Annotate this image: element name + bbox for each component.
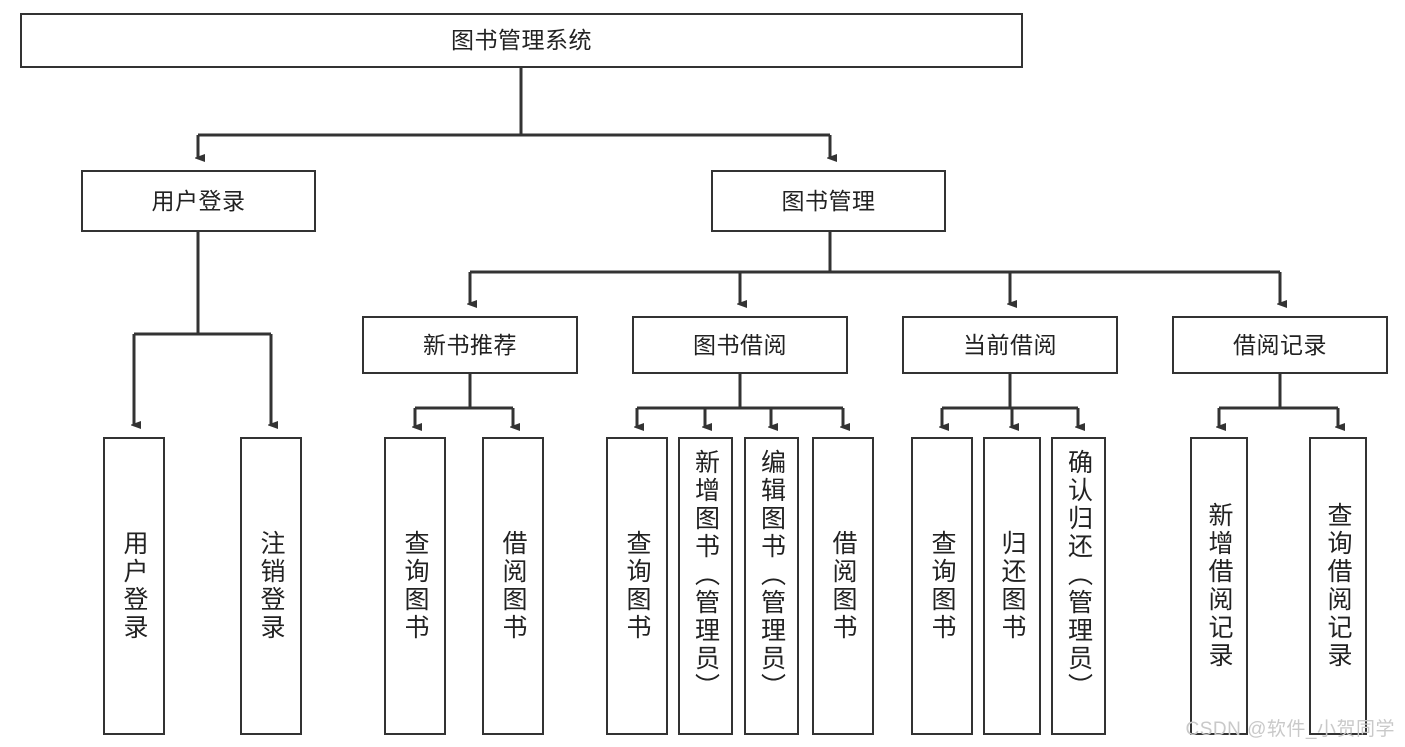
leaf-logout[interactable]: 注销登录 [240,437,302,735]
leaf-query-book-current[interactable]: 查询图书 [911,437,973,735]
leaf-query-book-recommend[interactable]: 查询图书 [384,437,446,735]
watermark-text: CSDN @软件_小贺同学 [1185,719,1395,740]
node-user-login-label: 用户登录 [151,187,246,214]
leaf-borrow-book-recommend[interactable]: 借阅图书 [482,437,544,735]
node-root[interactable]: 图书管理系统 [20,13,1023,68]
leaf-query-book-borrow-label: 查询图书 [623,530,651,642]
node-user-login[interactable]: 用户登录 [81,170,316,232]
leaf-add-borrow-record-label: 新增借阅记录 [1205,502,1233,670]
node-book-management-label: 图书管理 [781,187,876,214]
node-new-book-recommend[interactable]: 新书推荐 [362,316,578,374]
leaf-user-login[interactable]: 用户登录 [103,437,165,735]
node-borrow-record[interactable]: 借阅记录 [1172,316,1388,374]
node-book-borrow-label: 图书借阅 [693,331,787,358]
node-new-book-recommend-label: 新书推荐 [423,331,517,358]
leaf-query-book-borrow[interactable]: 查询图书 [606,437,668,735]
node-book-management[interactable]: 图书管理 [711,170,946,232]
leaf-query-borrow-record-label: 查询借阅记录 [1324,502,1352,670]
node-book-borrow[interactable]: 图书借阅 [632,316,848,374]
leaf-return-book[interactable]: 归还图书 [983,437,1041,735]
leaf-user-login-label: 用户登录 [120,530,148,642]
leaf-return-book-label: 归还图书 [998,530,1026,642]
leaf-add-book-admin-label: 新增图书（管理员） [691,449,720,701]
node-current-borrow-label: 当前借阅 [963,331,1057,358]
leaf-edit-book-admin-label: 编辑图书（管理员） [757,449,786,701]
leaf-edit-book-admin[interactable]: 编辑图书（管理员） [744,437,799,735]
leaf-add-borrow-record[interactable]: 新增借阅记录 [1190,437,1248,735]
leaf-borrow-book-label: 借阅图书 [829,530,857,642]
leaf-confirm-return-admin[interactable]: 确认归还（管理员） [1051,437,1106,735]
leaf-confirm-return-admin-label: 确认归还（管理员） [1064,449,1093,701]
leaf-borrow-book-recommend-label: 借阅图书 [499,530,527,642]
node-borrow-record-label: 借阅记录 [1233,331,1327,358]
leaf-add-book-admin[interactable]: 新增图书（管理员） [678,437,733,735]
leaf-borrow-book[interactable]: 借阅图书 [812,437,874,735]
node-current-borrow[interactable]: 当前借阅 [902,316,1118,374]
node-root-label: 图书管理系统 [451,27,592,54]
leaf-query-borrow-record[interactable]: 查询借阅记录 [1309,437,1367,735]
leaf-logout-label: 注销登录 [257,530,285,642]
leaf-query-book-recommend-label: 查询图书 [401,530,429,642]
leaf-query-book-current-label: 查询图书 [928,530,956,642]
